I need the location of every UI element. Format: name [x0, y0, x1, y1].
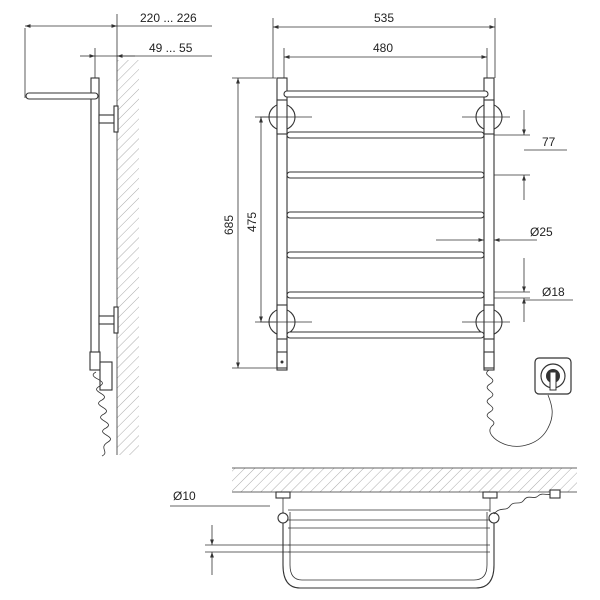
front-rung-6: [286, 331, 485, 339]
dim-rung-diameter: Ø18: [542, 285, 565, 299]
front-left-vertical-tube: [276, 77, 288, 371]
dim-vertical-tube-diameter: Ø25: [530, 225, 553, 239]
top-view-cable: [493, 493, 553, 515]
front-rung-3: [286, 211, 485, 219]
front-top-bar: [283, 90, 489, 98]
front-rung-2: [286, 171, 485, 179]
dim-rail-width: 480: [373, 41, 393, 55]
dim-overall-width: 535: [374, 11, 394, 25]
top-view: Ø10: [170, 467, 577, 589]
side-view-coiled-cable: [92, 371, 111, 457]
dim-rung-spacing: 77: [542, 135, 556, 149]
front-rung-5: [286, 291, 485, 299]
front-rung-4: [286, 251, 485, 259]
dim-side-wall-offset: 49 ... 55: [149, 41, 193, 55]
side-view-vertical-tube: [90, 77, 100, 369]
dim-rail-height: 475: [245, 212, 259, 232]
dim-overall-height: 685: [222, 215, 236, 235]
power-socket-icon: [534, 357, 572, 395]
front-view: 535 480: [222, 11, 573, 447]
dim-side-total-depth: 220 ... 226: [140, 11, 197, 25]
top-view-frame: [282, 512, 495, 589]
front-rung-1: [286, 131, 485, 139]
top-view-wall: [232, 468, 577, 492]
coiled-cable-icon: [486, 369, 553, 447]
dim-top-view-diameter: Ø10: [173, 489, 196, 503]
side-view: 220 ... 226 49 ... 55: [24, 11, 212, 457]
side-view-top-bar: [25, 92, 99, 100]
side-view-wall: [117, 60, 139, 455]
